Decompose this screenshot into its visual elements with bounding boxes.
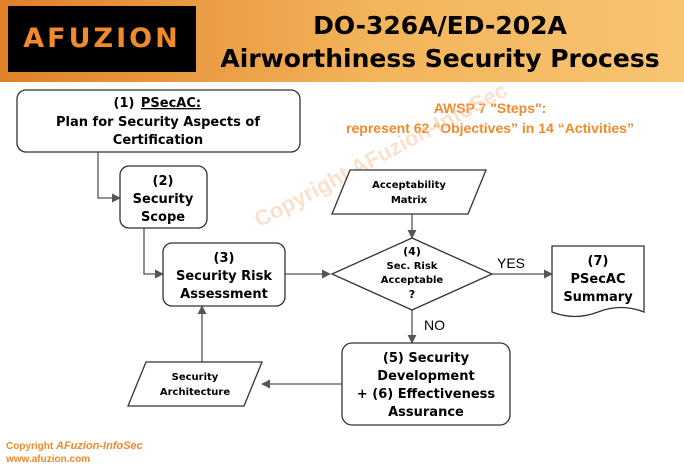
edge-step1-to-step2 <box>97 152 121 203</box>
step1-keyword: PSecAC: <box>141 96 201 111</box>
security-architecture-input: Security Architecture <box>127 361 263 407</box>
header-banner: AFUZION DO-326A/ED-202A Airworthiness Se… <box>0 0 684 82</box>
no-label: NO <box>424 317 445 333</box>
page-title-line1: DO-326A/ED-202A <box>313 11 567 40</box>
step3-line2: Security Risk <box>176 269 272 284</box>
step7-summary-document: (7) PSecAC Summary <box>551 245 645 318</box>
step2-number: (2) <box>153 174 174 189</box>
step5-line2: Development <box>377 369 474 384</box>
step2-line2: Security <box>133 192 194 207</box>
afuzion-logo: AFUZION <box>8 6 196 72</box>
step3-risk-assessment-box: (3) Security Risk Assessment <box>162 242 286 307</box>
connectors <box>97 152 553 389</box>
step2-scope-box: (2) Security Scope <box>119 165 208 229</box>
copyright-notice: Copyright AFuzion-InfoSec <box>6 440 143 452</box>
step4-line2: Sec. Risk <box>387 261 438 272</box>
website-link[interactable]: www.afuzion.com <box>6 454 91 465</box>
edge-step2-to-step3 <box>143 228 164 279</box>
step5-line4: Assurance <box>388 405 464 420</box>
awsp-note-line1: AWSP 7 "Steps": <box>433 100 547 116</box>
step1-number: (1) <box>114 96 135 111</box>
step4-decision-diamond: (4) Sec. Risk Acceptable ? <box>330 237 494 311</box>
step1-line3: Certification <box>113 133 203 148</box>
logo-text: AFUZION <box>23 23 181 54</box>
copyright-prefix: Copyright <box>6 441 54 452</box>
step7-line2: PSecAC <box>570 272 625 287</box>
yes-label: YES <box>497 255 525 271</box>
step4-number: (4) <box>403 245 421 258</box>
step5-line1: (5) Security <box>383 351 470 366</box>
copyright-brand: AFuzion-InfoSec <box>56 440 143 452</box>
step4-line4: ? <box>409 288 415 301</box>
step3-number: (3) <box>214 251 235 266</box>
step1-plan-box: (1) PSecAC: Plan for Security Aspects of… <box>16 89 301 153</box>
step5-6-development-box: (5) Security Development + (6) Effective… <box>341 342 511 426</box>
step7-number: (7) <box>588 254 609 269</box>
step4-line3: Acceptable <box>381 275 444 286</box>
architecture-line2: Architecture <box>160 387 230 398</box>
page-title-line2: Airworthiness Security Process <box>220 44 660 73</box>
acceptability-matrix-input: Acceptability Matrix <box>331 169 487 215</box>
step5-line3: + (6) Effectiveness <box>357 387 496 402</box>
step1-line2: Plan for Security Aspects of <box>56 115 260 130</box>
awsp-note-line2: represent 62 “Objectives” in 14 “Activit… <box>346 120 634 136</box>
matrix-line1: Acceptability <box>372 180 446 191</box>
matrix-line2: Matrix <box>391 195 428 206</box>
step7-line3: Summary <box>563 290 633 305</box>
architecture-line1: Security <box>172 372 219 383</box>
step3-line3: Assessment <box>180 287 268 302</box>
step2-line3: Scope <box>141 210 185 225</box>
